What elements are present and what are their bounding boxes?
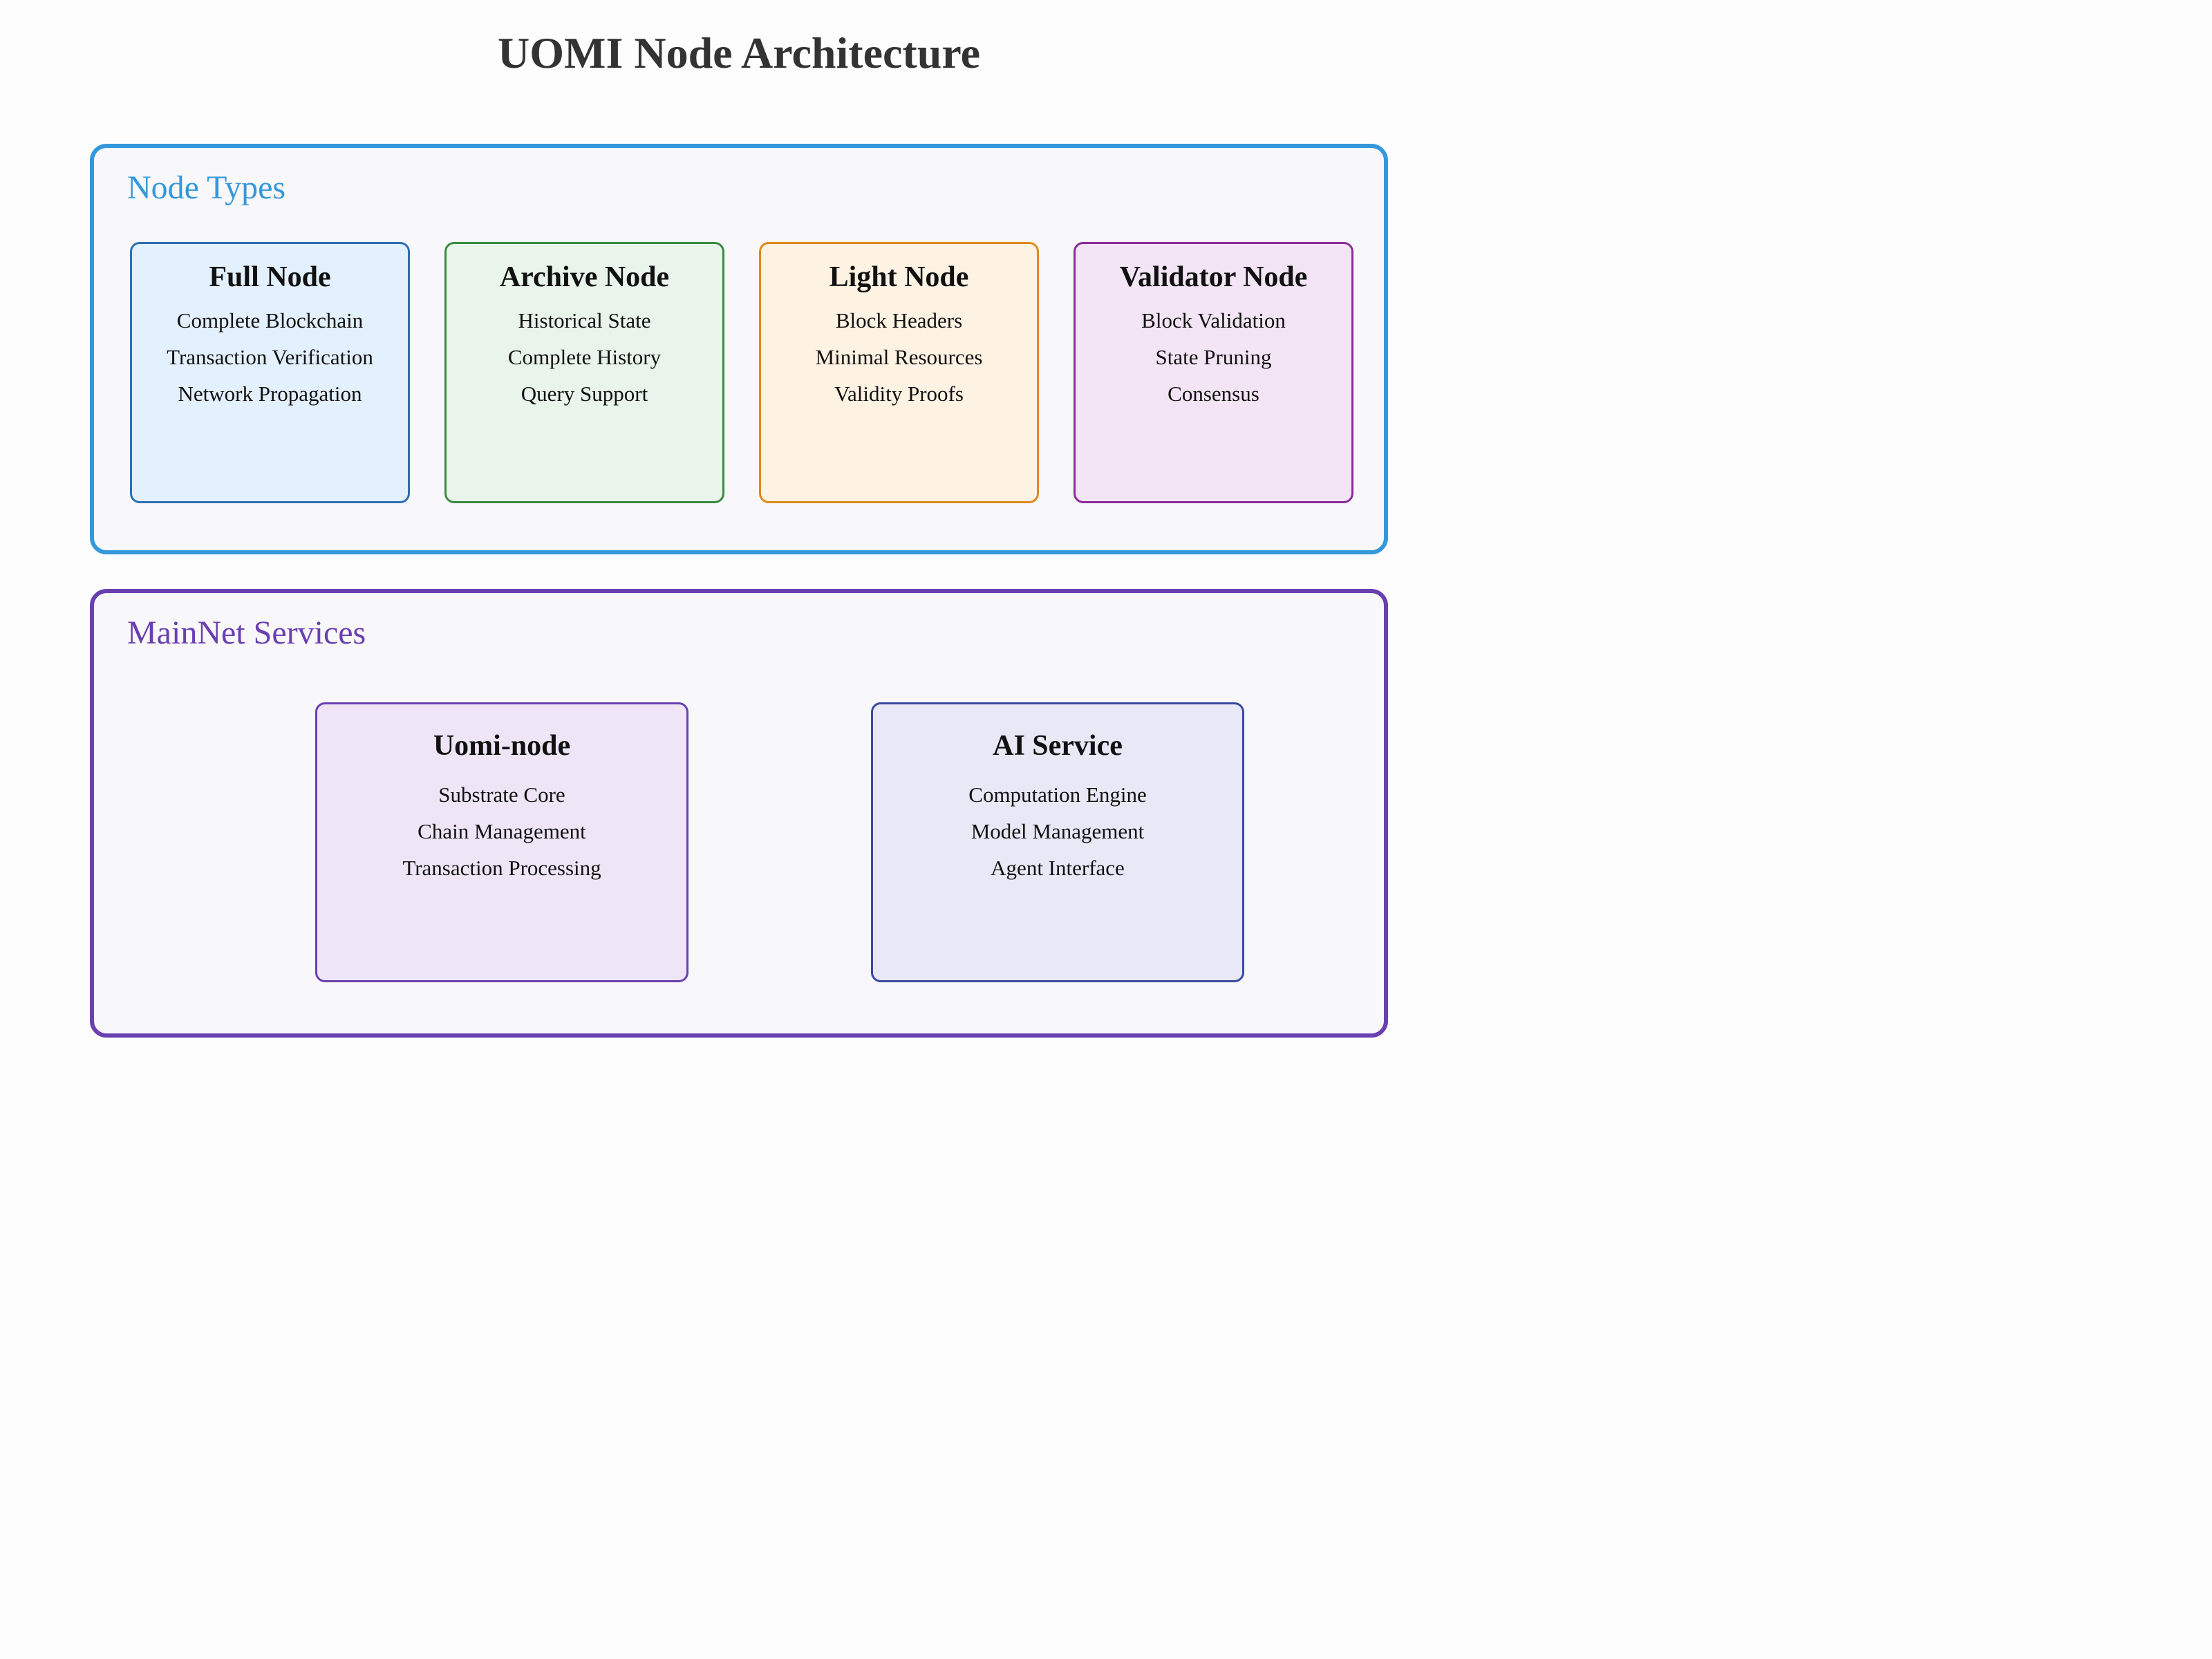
node-item: Block Validation xyxy=(1141,308,1286,332)
node-item: Chain Management xyxy=(418,819,586,843)
node-item: Transaction Verification xyxy=(167,345,373,369)
node-item: Complete Blockchain xyxy=(176,308,364,332)
mainnet-services-group: MainNet Services Uomi-node Substrate Cor… xyxy=(90,589,1388,1038)
node-item: Consensus xyxy=(1168,382,1259,406)
group-label: Node Types xyxy=(127,169,286,206)
node-item: Complete History xyxy=(507,345,662,369)
node-item: Network Propagation xyxy=(178,382,362,406)
node-title: Archive Node xyxy=(499,261,670,293)
node-item: Agent Interface xyxy=(991,856,1125,880)
validator-node-box: Validator Node Block Validation State Pr… xyxy=(1074,242,1353,503)
node-item: Minimal Resources xyxy=(815,345,983,369)
archive-node-box: Archive Node Historical State Complete H… xyxy=(444,242,724,503)
node-title: Light Node xyxy=(829,261,969,293)
node-title: Full Node xyxy=(209,261,331,293)
node-item: State Pruning xyxy=(1155,345,1272,369)
uomi-node-box: Uomi-node Substrate Core Chain Managemen… xyxy=(315,702,688,982)
node-title: AI Service xyxy=(993,730,1123,762)
node-item: Query Support xyxy=(521,382,648,406)
node-item: Transaction Processing xyxy=(402,856,601,880)
ai-service-box: AI Service Computation Engine Model Mana… xyxy=(871,702,1244,982)
light-node-box: Light Node Block Headers Minimal Resourc… xyxy=(759,242,1039,503)
node-item: Validity Proofs xyxy=(834,382,964,406)
node-item: Computation Engine xyxy=(968,782,1147,807)
node-item: Model Management xyxy=(971,819,1145,843)
full-node-box: Full Node Complete Blockchain Transactio… xyxy=(130,242,410,503)
node-item: Substrate Core xyxy=(438,782,565,807)
node-title: Validator Node xyxy=(1119,261,1308,293)
node-title: Uomi-node xyxy=(433,730,571,762)
node-types-group: Node Types Full Node Complete Blockchain… xyxy=(90,144,1388,554)
node-item: Historical State xyxy=(518,308,651,332)
diagram-title: UOMI Node Architecture xyxy=(498,28,980,77)
node-item: Block Headers xyxy=(835,308,963,332)
group-label: MainNet Services xyxy=(127,615,366,651)
